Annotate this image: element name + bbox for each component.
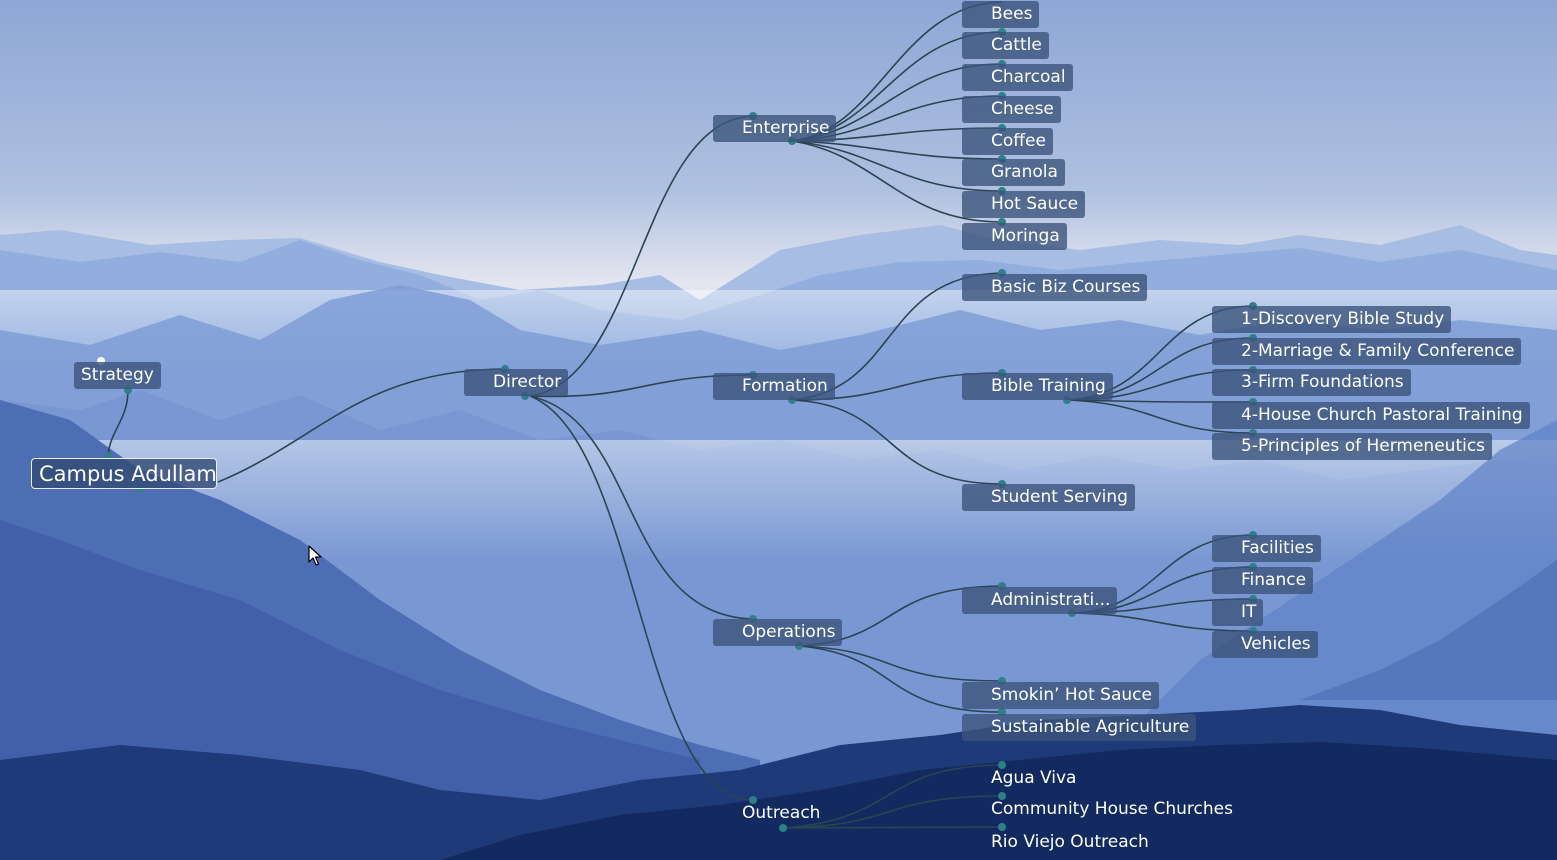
node-label: Cheese	[991, 99, 1054, 119]
node-outreach[interactable]: Outreach	[713, 800, 827, 827]
node-label: Granola	[991, 162, 1058, 182]
node-label: Administrati...	[991, 590, 1111, 610]
node-label: Bible Training	[991, 376, 1106, 396]
node-campus-adullam[interactable]: Campus Adullam	[31, 458, 217, 489]
node-label: Sustainable Agriculture	[991, 717, 1190, 737]
node-label: Vehicles	[1241, 634, 1311, 654]
node-vehicles[interactable]: Vehicles	[1212, 631, 1318, 658]
node-label: Bees	[991, 4, 1033, 24]
node-discovery-bible-study[interactable]: 1-Discovery Bible Study	[1212, 306, 1452, 333]
node-it[interactable]: IT	[1212, 599, 1264, 626]
node-operations[interactable]: Operations	[713, 619, 843, 646]
node-granola[interactable]: Granola	[962, 159, 1065, 186]
node-director[interactable]: Director	[464, 369, 569, 396]
node-coffee[interactable]: Coffee	[962, 128, 1053, 155]
node-facilities[interactable]: Facilities	[1212, 535, 1321, 562]
node-label: Enterprise	[742, 118, 830, 138]
node-label: Outreach	[742, 803, 821, 823]
node-label: Basic Biz Courses	[991, 277, 1141, 297]
node-label: Rio Viejo Outreach	[991, 832, 1149, 852]
node-label: Strategy	[81, 365, 154, 385]
node-smokin-hot-sauce[interactable]: Smokin’ Hot Sauce	[962, 682, 1159, 709]
node-label: Community House Churches	[991, 799, 1233, 819]
node-label: 4-House Church Pastoral Training	[1241, 405, 1523, 425]
node-label: 3-Firm Foundations	[1241, 372, 1404, 392]
node-community-house-churches[interactable]: Community House Churches	[962, 796, 1240, 823]
node-principles-of-hermeneutics[interactable]: 5-Principles of Hermeneutics	[1212, 433, 1493, 460]
node-charcoal[interactable]: Charcoal	[962, 64, 1073, 91]
node-cheese[interactable]: Cheese	[962, 96, 1061, 123]
node-label: Moringa	[991, 226, 1060, 246]
node-basic-biz-courses[interactable]: Basic Biz Courses	[962, 274, 1148, 301]
node-label: Hot Sauce	[991, 194, 1079, 214]
node-label: Formation	[742, 376, 828, 396]
node-formation[interactable]: Formation	[713, 373, 835, 400]
node-student-serving[interactable]: Student Serving	[962, 484, 1135, 511]
node-strategy[interactable]: Strategy	[74, 362, 161, 389]
node-sustainable-agriculture[interactable]: Sustainable Agriculture	[962, 714, 1197, 741]
node-label: 5-Principles of Hermeneutics	[1241, 436, 1486, 456]
node-rio-viejo-outreach[interactable]: Rio Viejo Outreach	[962, 829, 1156, 856]
node-label: Operations	[742, 622, 836, 642]
mouse-pointer-icon	[308, 545, 322, 566]
node-label: Director	[493, 372, 562, 392]
node-label: Agua Viva	[991, 768, 1077, 788]
node-label: Charcoal	[991, 67, 1066, 87]
node-moringa[interactable]: Moringa	[962, 223, 1067, 250]
node-label: Smokin’ Hot Sauce	[991, 685, 1152, 705]
node-marriage-family-conference[interactable]: 2-Marriage & Family Conference	[1212, 338, 1522, 365]
node-firm-foundations[interactable]: 3-Firm Foundations	[1212, 369, 1411, 396]
node-hot-sauce[interactable]: Hot Sauce	[962, 191, 1086, 218]
node-bible-training[interactable]: Bible Training	[962, 373, 1113, 400]
node-bees[interactable]: Bees	[962, 1, 1040, 28]
node-enterprise[interactable]: Enterprise	[713, 115, 837, 142]
node-administration[interactable]: Administrati...	[962, 587, 1118, 614]
node-house-church-pastoral-training[interactable]: 4-House Church Pastoral Training	[1212, 402, 1530, 429]
node-agua-viva[interactable]: Agua Viva	[962, 765, 1083, 792]
node-label: 1-Discovery Bible Study	[1241, 309, 1445, 329]
node-label: Facilities	[1241, 538, 1314, 558]
node-label: Finance	[1241, 570, 1307, 590]
node-label: IT	[1241, 602, 1257, 622]
node-label: Student Serving	[991, 487, 1128, 507]
node-label: Campus Adullam	[39, 462, 217, 486]
node-label: Cattle	[991, 35, 1042, 55]
node-label: Coffee	[991, 131, 1046, 151]
node-finance[interactable]: Finance	[1212, 567, 1314, 594]
node-label: 2-Marriage & Family Conference	[1241, 341, 1515, 361]
node-cattle[interactable]: Cattle	[962, 32, 1049, 59]
